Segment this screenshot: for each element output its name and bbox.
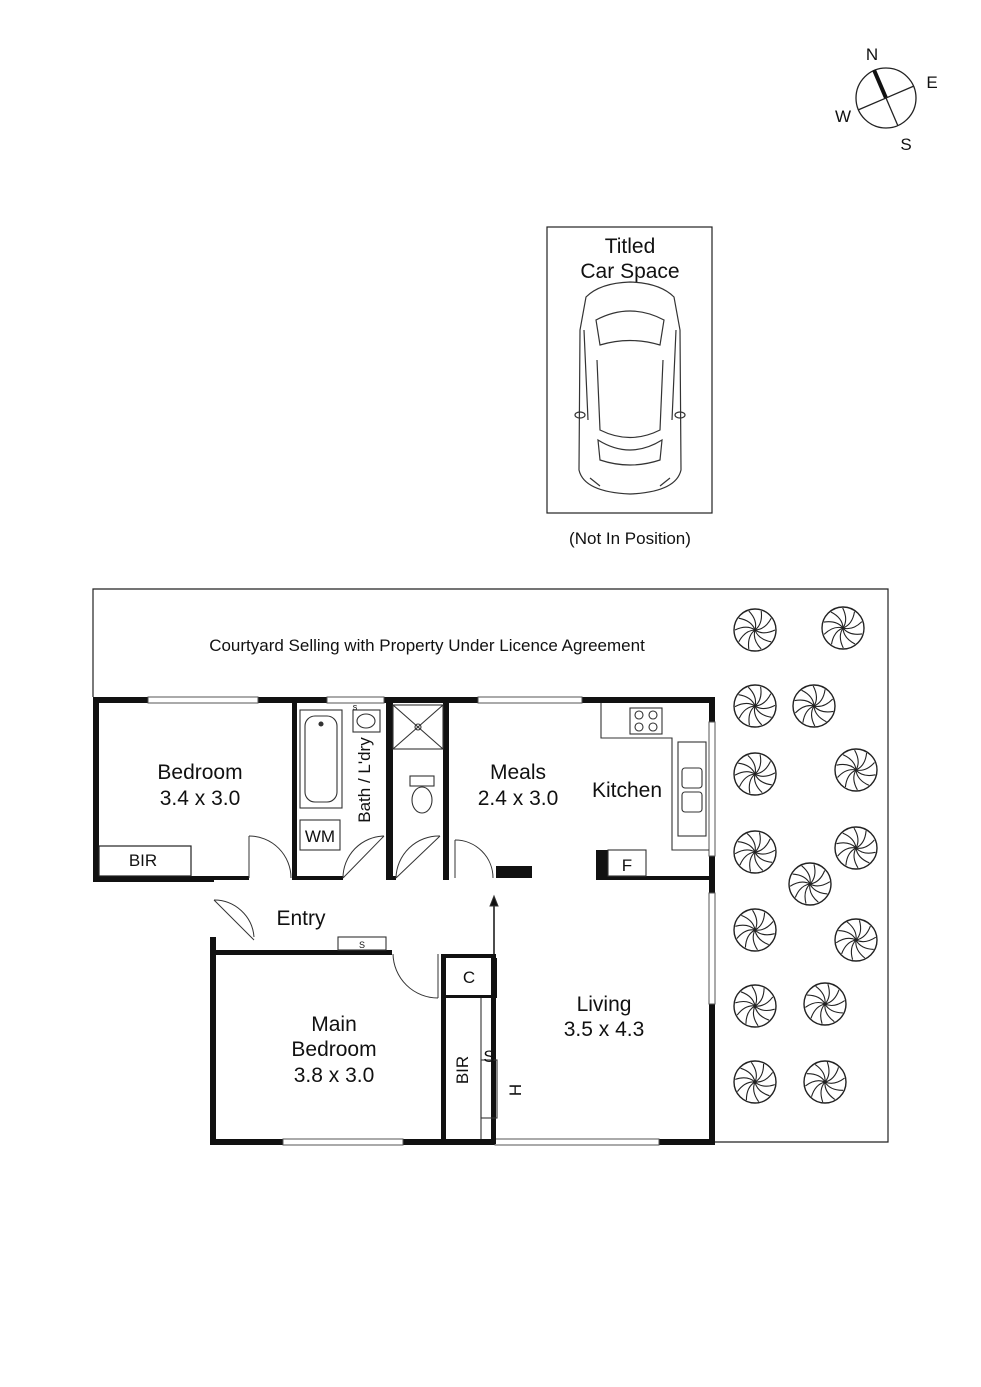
- tree-icon: [792, 684, 836, 728]
- cupboard-label: C: [463, 968, 475, 987]
- bedroom-size: 3.4 x 3.0: [160, 787, 241, 810]
- tree-icon: [733, 752, 777, 796]
- tree-icon: [834, 918, 878, 962]
- bath-laundry-label: Bath / L'dry: [355, 737, 374, 823]
- tree-icon: [733, 1060, 777, 1104]
- tree-icon: [821, 606, 865, 650]
- living-name: Living: [577, 993, 632, 1016]
- compass-west-label: W: [835, 107, 851, 126]
- car-space-title-line1: Titled: [605, 235, 656, 258]
- tree-icon: [733, 684, 777, 728]
- tree-icon: [733, 608, 777, 652]
- meals-size: 2.4 x 3.0: [478, 787, 559, 810]
- car-space: Titled Car Space (Not In Position): [546, 226, 713, 548]
- fridge-label: F: [622, 856, 632, 875]
- bath-shelf-label: s: [353, 702, 358, 712]
- wm-label: WM: [305, 827, 335, 846]
- car-icon: [574, 281, 686, 495]
- compass: N E S W: [835, 45, 938, 154]
- courtyard-trees: [733, 606, 878, 1104]
- car-space-title-line2: Car Space: [580, 260, 679, 283]
- tree-icon: [788, 862, 832, 906]
- bedroom-bir: BIR: [98, 845, 192, 877]
- tree-icon: [834, 826, 878, 870]
- windows: [147, 696, 716, 1146]
- kitchen-fixtures: [600, 703, 709, 877]
- heater-label: H: [506, 1084, 525, 1096]
- courtyard: Courtyard Selling with Property Under Li…: [92, 588, 889, 1143]
- main-bedroom-name-line2: Bedroom: [291, 1038, 376, 1061]
- main-bedroom-name-line1: Main: [311, 1013, 357, 1036]
- car-space-note: (Not In Position): [569, 529, 691, 548]
- living-shelf-label: S: [483, 1047, 494, 1066]
- tree-icon: [834, 748, 878, 792]
- entry-name: Entry: [276, 907, 326, 930]
- room-labels: Bedroom 3.4 x 3.0 Meals 2.4 x 3.0 Kitche…: [157, 761, 662, 1087]
- bir-bedroom-label: BIR: [129, 851, 157, 870]
- bath-fixtures: [299, 704, 444, 851]
- doors: [213, 835, 499, 999]
- compass-south-label: S: [900, 135, 911, 154]
- tree-icon: [733, 908, 777, 952]
- tree-icon: [803, 1060, 847, 1104]
- kitchen-name: Kitchen: [592, 779, 662, 802]
- tree-icon: [733, 830, 777, 874]
- bedroom-name: Bedroom: [157, 761, 242, 784]
- meals-name: Meals: [490, 761, 546, 784]
- living-size: 3.5 x 4.3: [564, 1018, 645, 1041]
- courtyard-label: Courtyard Selling with Property Under Li…: [209, 636, 645, 655]
- main-bedroom-size: 3.8 x 3.0: [294, 1064, 375, 1087]
- compass-north-label: N: [866, 45, 878, 64]
- interior-walls: [99, 700, 715, 1144]
- bir-main-label: BIR: [453, 1056, 472, 1084]
- storage-fixtures: [337, 936, 498, 1139]
- entry-shelf-label: S: [359, 940, 365, 950]
- tree-icon: [803, 982, 847, 1026]
- compass-east-label: E: [926, 73, 937, 92]
- tree-icon: [733, 984, 777, 1028]
